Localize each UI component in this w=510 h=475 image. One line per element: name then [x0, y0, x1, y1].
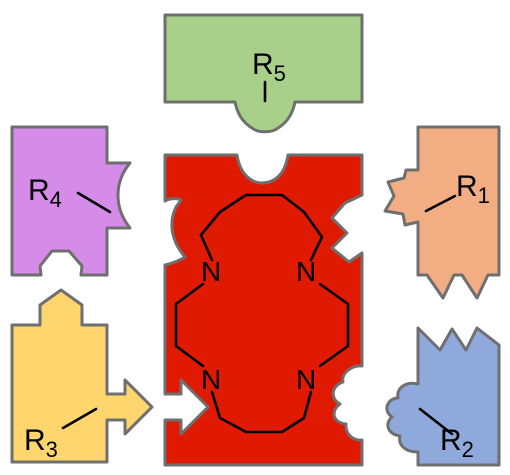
puzzle-piece-r4: R4	[10, 125, 132, 277]
cyclen-ring	[174, 193, 350, 434]
r2-shape	[385, 326, 501, 467]
ring-bonds-left	[174, 282, 205, 368]
r1-bond	[424, 194, 457, 213]
puzzle-piece-r2: R2	[385, 326, 501, 467]
puzzle-piece-r5: R5	[163, 13, 364, 134]
r1-label: R1	[456, 170, 490, 208]
r5-shape	[163, 13, 364, 134]
puzzle-piece-r1: R1	[383, 125, 501, 300]
r3-shape	[10, 288, 154, 464]
nitrogen-atom-top-right: N	[296, 256, 316, 287]
puzzle-piece-r3: R3	[10, 288, 154, 464]
r2-label: R2	[440, 424, 474, 462]
r3-label: R3	[24, 424, 58, 462]
r2-bond	[418, 407, 454, 436]
r1-shape	[383, 125, 501, 300]
ring-bonds-top	[199, 193, 324, 262]
nitrogen-atom-bottom-right: N	[296, 364, 316, 395]
r4-label: R4	[28, 174, 62, 212]
core-shape	[163, 153, 364, 467]
nitrogen-atom-top-left: N	[201, 256, 221, 287]
puzzle-piece-core: N N N N	[163, 153, 364, 467]
r4-shape	[10, 125, 132, 277]
r4-bond	[76, 191, 112, 214]
ring-bonds-bottom	[210, 390, 313, 434]
ring-bonds-right	[318, 282, 350, 368]
r5-label: R5	[252, 48, 286, 86]
r3-bond	[61, 407, 98, 430]
nitrogen-atom-bottom-left: N	[201, 364, 221, 395]
